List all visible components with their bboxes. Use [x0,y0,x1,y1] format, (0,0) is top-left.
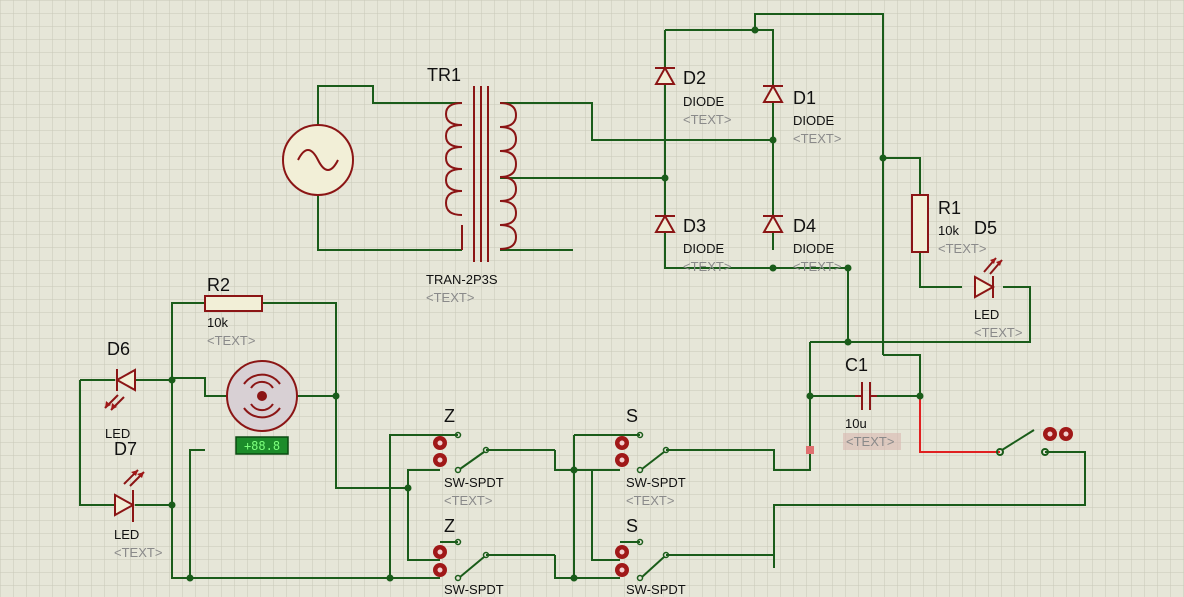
d6-ref: D6 [107,339,130,359]
diode-d3[interactable]: D3 DIODE <TEXT> [654,213,731,274]
led-icon [114,469,145,522]
spdt-switch-icon [620,538,670,582]
capacitor-icon [855,382,877,410]
s1-text-placeholder: <TEXT> [626,493,674,508]
diode-d2[interactable]: D2 DIODE <TEXT> [654,65,731,127]
d4-ref: D4 [793,216,816,236]
z1-text-placeholder: <TEXT> [444,493,492,508]
s1-value: SW-SPDT [626,475,686,490]
led-d6[interactable]: D6 LED [104,339,136,441]
switch-s2[interactable]: S SW-SPDT [615,516,686,597]
switch-z2[interactable]: Z SW-SPDT [433,516,504,597]
r2-ref: R2 [207,275,230,295]
d1-text-placeholder: <TEXT> [793,131,841,146]
motor-readout: +88.8 [244,439,280,453]
r1-value: 10k [938,223,959,238]
d6-value: LED [105,426,130,441]
diode-icon [762,83,784,103]
r2-value: 10k [207,315,228,330]
d3-value: DIODE [683,241,725,256]
tr1-text-placeholder: <TEXT> [426,290,474,305]
d5-value: LED [974,307,999,322]
selection-marker [806,446,814,454]
diode-icon [654,65,676,85]
r1-ref: R1 [938,198,961,218]
z1-value: SW-SPDT [444,475,504,490]
diode-d1[interactable]: D1 DIODE <TEXT> [762,83,841,146]
d1-value: DIODE [793,113,835,128]
spdt-switch-icon [440,431,490,474]
c1-ref: C1 [845,355,868,375]
s2-ref: S [626,516,638,536]
diode-icon [654,213,676,233]
d2-ref: D2 [683,68,706,88]
dc-motor[interactable]: +88.8 [226,360,298,455]
led-d7[interactable]: D7 LED <TEXT> [114,439,162,560]
d5-ref: D5 [974,218,997,238]
d3-ref: D3 [683,216,706,236]
c1-text-placeholder: <TEXT> [846,434,894,449]
spdt-switch-icon [620,431,670,474]
led-icon [974,257,1003,299]
resistor-icon [204,295,263,312]
resistor-r1[interactable]: R1 10k <TEXT> [911,194,986,256]
transformer-icon [444,86,518,262]
r1-text-placeholder: <TEXT> [938,241,986,256]
resistor-icon [911,194,929,253]
spdt-switch-icon [440,538,490,582]
junction-dots [168,26,924,582]
d3-text-placeholder: <TEXT> [683,259,731,274]
diode-d4[interactable]: D4 DIODE <TEXT> [762,213,841,274]
tr1-value: TRAN-2P3S [426,272,498,287]
resistor-r2[interactable]: R2 10k <TEXT> [204,275,263,348]
s2-value: SW-SPDT [626,582,686,597]
transformer-tr1[interactable]: TR1 TRAN-2P3S <TEXT> [426,65,518,305]
spst-switch-icon [996,429,1049,456]
motor-icon [226,360,298,432]
r2-text-placeholder: <TEXT> [207,333,255,348]
d2-value: DIODE [683,94,725,109]
diode-icon [762,213,784,233]
c1-value: 10u [845,416,867,431]
z2-value: SW-SPDT [444,582,504,597]
d7-text-placeholder: <TEXT> [114,545,162,560]
tr1-ref: TR1 [427,65,461,85]
ac-source[interactable] [282,124,354,196]
d5-text-placeholder: <TEXT> [974,325,1022,340]
d7-value: LED [114,527,139,542]
led-d5[interactable]: D5 LED <TEXT> [974,218,1022,340]
d4-value: DIODE [793,241,835,256]
switch-s1[interactable]: S SW-SPDT <TEXT> [615,406,686,508]
d7-ref: D7 [114,439,137,459]
capacitor-c1[interactable]: C1 10u <TEXT> [806,355,901,454]
main-switch[interactable] [996,427,1073,456]
z2-ref: Z [444,516,455,536]
switch-z1[interactable]: Z SW-SPDT <TEXT> [433,406,504,508]
d4-text-placeholder: <TEXT> [793,259,841,274]
led-icon [104,368,136,411]
s1-ref: S [626,406,638,426]
z1-ref: Z [444,406,455,426]
d2-text-placeholder: <TEXT> [683,112,731,127]
d1-ref: D1 [793,88,816,108]
